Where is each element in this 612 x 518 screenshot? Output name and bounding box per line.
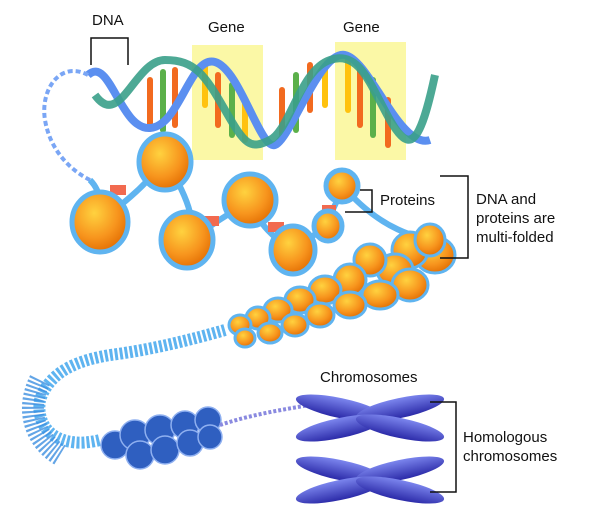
multi-folded-line-3: multi-folded [476,229,554,246]
gene-label-2: Gene [343,19,380,36]
homologous-line-1: Homologous [463,429,548,446]
homologous-bracket [430,401,457,493]
proteins-bracket [345,189,373,213]
multi-folded-line-1: DNA and [476,191,537,208]
dna-bracket [90,37,129,65]
multi-folded-label: DNA and proteins are multi-folded [476,190,555,247]
condensed-chromatin [100,406,223,470]
dna-label: DNA [92,12,124,29]
homologous-line-2: chromosomes [463,448,558,465]
chromatin-fiber [227,222,457,349]
gene-label-1: Gene [208,19,245,36]
multi-folded-bracket [440,175,469,259]
nucleosome-chain [69,131,441,277]
homologous-chromosome-pair [295,394,445,504]
homologous-label: Homologous chromosomes [463,428,557,466]
chromatin-link [219,403,311,427]
chromosomes-label: Chromosomes [320,369,418,386]
dna-double-helix [42,51,439,182]
multi-folded-line-2: proteins are [476,210,556,227]
supercoil [21,324,227,465]
proteins-label: Proteins [380,192,436,209]
